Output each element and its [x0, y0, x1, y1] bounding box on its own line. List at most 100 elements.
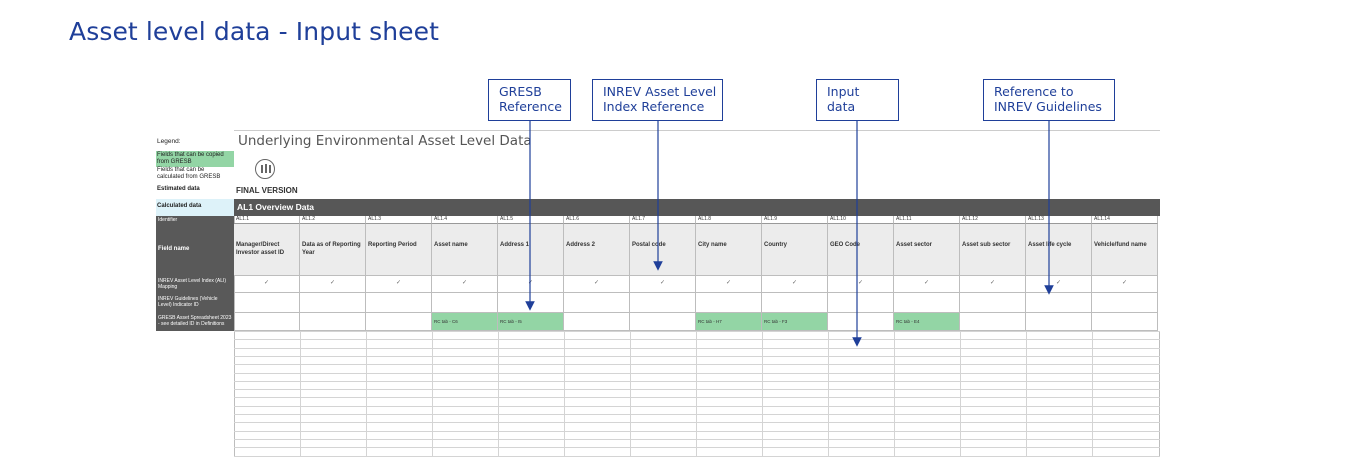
identifier-cell[interactable]: AL1.2: [300, 216, 366, 224]
identifier-cell[interactable]: AL1.14: [1092, 216, 1158, 224]
field-name-cell[interactable]: Postal code: [630, 224, 696, 276]
field-name-cell[interactable]: Manager/Direct Investor asset ID: [234, 224, 300, 276]
column-line: [564, 331, 565, 456]
field-name-cell[interactable]: Data as of Reporting Year: [300, 224, 366, 276]
gresb-reference-cell[interactable]: [300, 313, 366, 331]
legend-copied: Fields that can be copied from GRESB: [156, 151, 234, 167]
identifier-cell[interactable]: AL1.1: [234, 216, 300, 224]
gresb-reference-cell[interactable]: RC tab - I5: [498, 313, 564, 331]
row-label-guidelines-id: INREV Guidelines (Vehicle Level) Indicat…: [156, 293, 234, 313]
gresb-reference-cell[interactable]: [564, 313, 630, 331]
gresb-reference-cell[interactable]: [828, 313, 894, 331]
legend-estimated: Estimated data: [157, 186, 200, 192]
empty-input-rows[interactable]: [234, 331, 1160, 457]
row-line: [234, 355, 1160, 357]
field-name-cell[interactable]: Asset sector: [894, 224, 960, 276]
gresb-reference-cell[interactable]: [1026, 313, 1092, 331]
column-line: [432, 331, 433, 456]
column-line: [696, 331, 697, 456]
column-line: [1026, 331, 1027, 456]
guidelines-id-cell[interactable]: [828, 293, 894, 313]
ali-mapping-cell[interactable]: ✓: [300, 276, 366, 293]
ali-mapping-cell[interactable]: ✓: [960, 276, 1026, 293]
guidelines-id-cell[interactable]: [432, 293, 498, 313]
guidelines-id-cell[interactable]: [762, 293, 828, 313]
guidelines-id-cell[interactable]: [300, 293, 366, 313]
field-name-cell[interactable]: Country: [762, 224, 828, 276]
ali-mapping-cell[interactable]: ✓: [828, 276, 894, 293]
row-line: [234, 414, 1160, 415]
row-line: [234, 447, 1160, 449]
field-name-cell[interactable]: Address 1: [498, 224, 564, 276]
field-name-cell[interactable]: GEO Code: [828, 224, 894, 276]
row-line: [234, 380, 1160, 382]
guidelines-id-cell[interactable]: [894, 293, 960, 313]
row-line: [234, 438, 1160, 440]
gresb-reference-cell[interactable]: [366, 313, 432, 331]
gresb-reference-cell[interactable]: [960, 313, 1026, 331]
identifier-cell[interactable]: AL1.5: [498, 216, 564, 224]
ali-mapping-cell[interactable]: ✓: [630, 276, 696, 293]
field-name-cell[interactable]: Reporting Period: [366, 224, 432, 276]
field-name-cell[interactable]: City name: [696, 224, 762, 276]
gresb-reference-cell[interactable]: [630, 313, 696, 331]
guidelines-id-cell[interactable]: [696, 293, 762, 313]
identifier-cell[interactable]: AL1.11: [894, 216, 960, 224]
row-line: [234, 430, 1160, 432]
gresb-reference-cell[interactable]: [234, 313, 300, 331]
ali-mapping-cell[interactable]: ✓: [432, 276, 498, 293]
version-label: FINAL VERSION: [236, 186, 298, 195]
field-name-cell[interactable]: Vehicle/fund name: [1092, 224, 1158, 276]
field-name-cell[interactable]: Asset life cycle: [1026, 224, 1092, 276]
ali-mapping-cell[interactable]: ✓: [234, 276, 300, 293]
guidelines-id-cell[interactable]: [630, 293, 696, 313]
row-line: [234, 455, 1160, 457]
row-line: [234, 347, 1160, 349]
guidelines-id-cell[interactable]: [564, 293, 630, 313]
gresb-reference-cell[interactable]: RC tab - H7: [696, 313, 762, 331]
identifier-cell[interactable]: AL1.4: [432, 216, 498, 224]
guidelines-id-cell[interactable]: [1026, 293, 1092, 313]
guidelines-id-cell[interactable]: [960, 293, 1026, 313]
identifier-cell[interactable]: AL1.6: [564, 216, 630, 224]
identifier-cell[interactable]: AL1.8: [696, 216, 762, 224]
gresb-reference-cell[interactable]: RC tab - E4: [894, 313, 960, 331]
sheet-title: Underlying Environmental Asset Level Dat…: [238, 133, 532, 149]
row-line: [234, 364, 1160, 366]
column-line: [1092, 331, 1093, 456]
ali-mapping-cell[interactable]: ✓: [366, 276, 432, 293]
identifier-cell[interactable]: AL1.7: [630, 216, 696, 224]
gresb-reference-callout: GRESB Reference: [488, 79, 571, 121]
ali-mapping-cell[interactable]: ✓: [1092, 276, 1158, 293]
row-label-ali-mapping: INREV Asset Level Index (ALI) Mapping: [156, 276, 234, 293]
identifier-cell[interactable]: AL1.13: [1026, 216, 1092, 224]
ali-mapping-cell[interactable]: ✓: [696, 276, 762, 293]
field-name-cell[interactable]: Asset sub sector: [960, 224, 1026, 276]
column-line: [960, 331, 961, 456]
gresb-reference-cell[interactable]: RC tab - F3: [762, 313, 828, 331]
field-name-cell[interactable]: Address 2: [564, 224, 630, 276]
guidelines-id-cell[interactable]: [1092, 293, 1158, 313]
field-name-cell[interactable]: Asset name: [432, 224, 498, 276]
column-line: [894, 331, 895, 456]
row-line: [234, 372, 1160, 374]
identifier-cell[interactable]: AL1.3: [366, 216, 432, 224]
row-line: [234, 405, 1160, 407]
row-line: [234, 331, 1160, 332]
gresb-reference-cell[interactable]: [1092, 313, 1158, 331]
grid-left-border: [234, 216, 235, 456]
building-icon[interactable]: [255, 159, 275, 179]
ali-mapping-cell[interactable]: ✓: [1026, 276, 1092, 293]
ali-mapping-cell[interactable]: ✓: [564, 276, 630, 293]
ali-mapping-cell[interactable]: ✓: [762, 276, 828, 293]
guidelines-id-cell[interactable]: [498, 293, 564, 313]
ali-mapping-cell[interactable]: ✓: [894, 276, 960, 293]
identifier-cell[interactable]: AL1.10: [828, 216, 894, 224]
identifier-cell[interactable]: AL1.12: [960, 216, 1026, 224]
guidelines-id-cell[interactable]: [234, 293, 300, 313]
gresb-reference-cell[interactable]: RC tab - C6: [432, 313, 498, 331]
ali-mapping-cell[interactable]: ✓: [498, 276, 564, 293]
guidelines-id-cell[interactable]: [366, 293, 432, 313]
identifier-cell[interactable]: AL1.9: [762, 216, 828, 224]
column-line: [300, 331, 301, 456]
